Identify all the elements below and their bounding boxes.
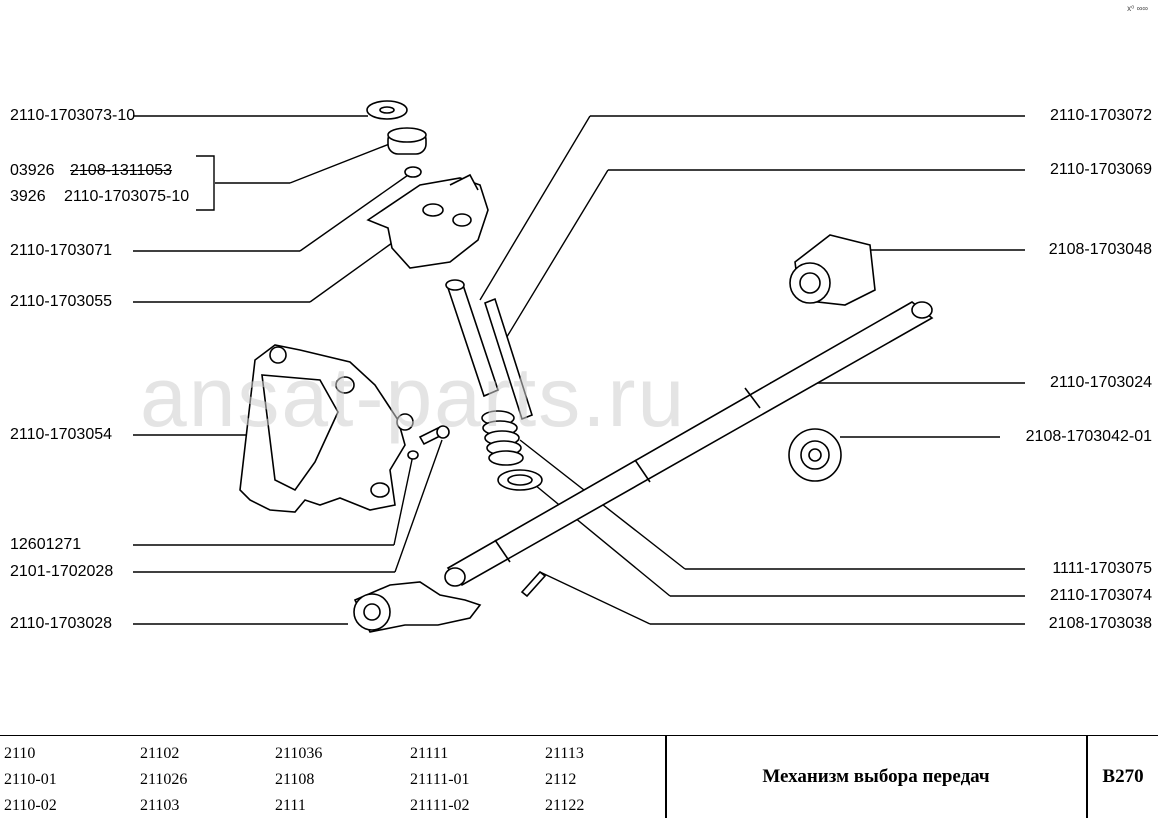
label-part-r6[interactable]: 1111-1703075: [1052, 560, 1152, 577]
footer-divider: [1086, 736, 1088, 818]
label-part-l4[interactable]: 2110-1703055: [10, 293, 113, 310]
label-part-l5[interactable]: 2110-1703054: [10, 426, 113, 443]
footer-code: B270: [1102, 766, 1144, 787]
label-code-l2a: 03926: [10, 162, 55, 179]
model-cell: 21108: [275, 771, 315, 788]
footer: 2110 21102 211036 21111 21113 2110-01 21…: [0, 735, 1158, 818]
footer-title: Механизм выбора передач: [762, 766, 990, 787]
label-part-l6[interactable]: 12601271: [10, 536, 82, 553]
label-part-l2b[interactable]: 2110-1703075-10: [64, 188, 190, 205]
model-cell: 211036: [275, 745, 323, 762]
leader-l6b: [393, 454, 414, 546]
screw-part: [520, 570, 547, 598]
label-part-l7[interactable]: 2101-1702028: [10, 563, 114, 580]
bracket-l2: [196, 155, 215, 211]
label-part-r8[interactable]: 2108-1703038: [1048, 615, 1152, 632]
model-cell: 2110: [4, 745, 36, 762]
label-part-r5[interactable]: 2108-1703042-01: [1025, 428, 1152, 445]
label-part-l1[interactable]: 2110-1703073-10: [10, 107, 136, 124]
exploded-diagram: [133, 100, 1025, 633]
model-cell: 21102: [140, 745, 180, 762]
corner-mark: x⁰ ∞∞: [1127, 4, 1148, 13]
label-part-r3[interactable]: 2108-1703048: [1048, 241, 1152, 258]
spring-part: [481, 410, 524, 466]
model-cell: 2111: [275, 797, 306, 814]
model-cell: 21103: [140, 797, 180, 814]
model-cell: 21111: [410, 745, 449, 762]
watermark: ansat-parts.ru: [140, 350, 687, 444]
label-part-r2[interactable]: 2110-1703069: [1049, 161, 1152, 178]
model-cell: 21122: [545, 797, 585, 814]
leader-l4b: [309, 242, 393, 303]
model-cell: 211026: [140, 771, 188, 788]
model-cell: 2110-02: [4, 797, 57, 814]
model-cell: 21111-01: [410, 771, 470, 788]
label-code-l2b: 3926: [10, 188, 46, 205]
model-cell: 21113: [545, 745, 584, 762]
leader-l7b: [394, 439, 443, 573]
leader-r2b: [504, 169, 609, 341]
model-table: 2110 21102 211036 21111 21113 2110-01 21…: [0, 736, 665, 818]
leader-l2b: [289, 142, 393, 184]
leader-r7b: [534, 484, 671, 597]
rod-2-part: [484, 297, 533, 421]
label-part-r4[interactable]: 2110-1703024: [1049, 374, 1152, 391]
label-part-r7[interactable]: 2110-1703074: [1049, 587, 1152, 604]
leader-r1b: [479, 115, 591, 301]
small-washer-part: [407, 450, 419, 460]
lever-bracket-part: [366, 177, 489, 269]
label-part-l8[interactable]: 2110-1703028: [10, 615, 113, 632]
label-part-r1[interactable]: 2110-1703072: [1049, 107, 1152, 124]
model-cell: 21111-02: [410, 797, 470, 814]
model-cell: 2112: [545, 771, 577, 788]
ring-part: [404, 166, 422, 178]
footer-divider: [665, 736, 667, 818]
model-cell: 2110-01: [4, 771, 57, 788]
leader-r8b: [539, 571, 651, 625]
label-part-l2a[interactable]: 2108-1311053: [70, 162, 173, 179]
leader-l3b: [299, 172, 412, 252]
label-part-l3[interactable]: 2110-1703071: [10, 242, 113, 259]
